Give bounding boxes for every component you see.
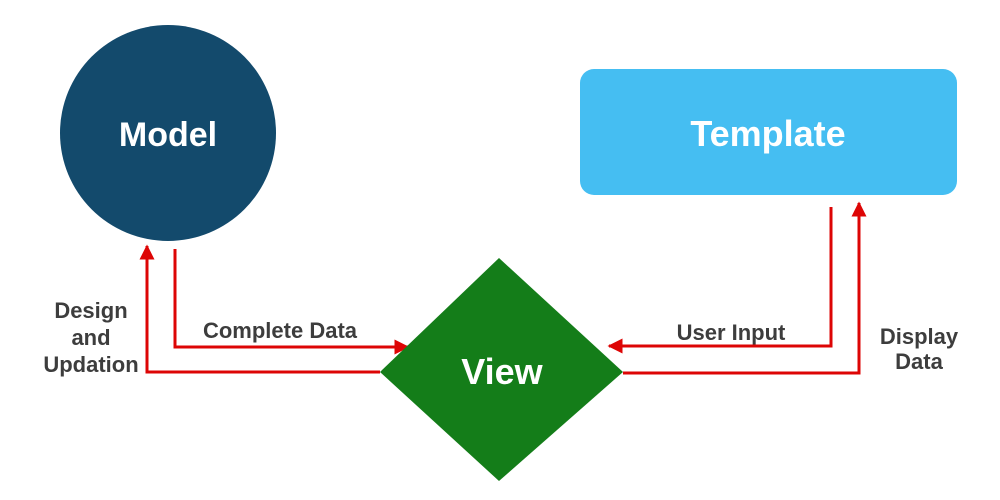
edge-label-design-line3: Updation xyxy=(43,352,138,377)
edge-label-design-line2: and xyxy=(71,325,110,350)
edge-label-display-line1: Display xyxy=(880,324,959,349)
edge-label-complete-data: Complete Data xyxy=(203,318,358,343)
node-model-label: Model xyxy=(119,116,217,154)
edge-label-user-input: User Input xyxy=(677,320,786,345)
node-view-label: View xyxy=(461,351,543,392)
node-view xyxy=(380,258,623,481)
node-template xyxy=(580,69,957,195)
node-template-label: Template xyxy=(690,113,845,154)
edge-template-to-view xyxy=(607,207,833,354)
node-model xyxy=(60,25,276,241)
edge-label-display-line2: Data xyxy=(895,349,943,374)
edge-model-to-view xyxy=(173,249,410,355)
edge-view-to-template xyxy=(623,201,867,375)
edge-label-design-line1: Design xyxy=(54,298,127,323)
edge-view-to-model xyxy=(139,244,380,374)
